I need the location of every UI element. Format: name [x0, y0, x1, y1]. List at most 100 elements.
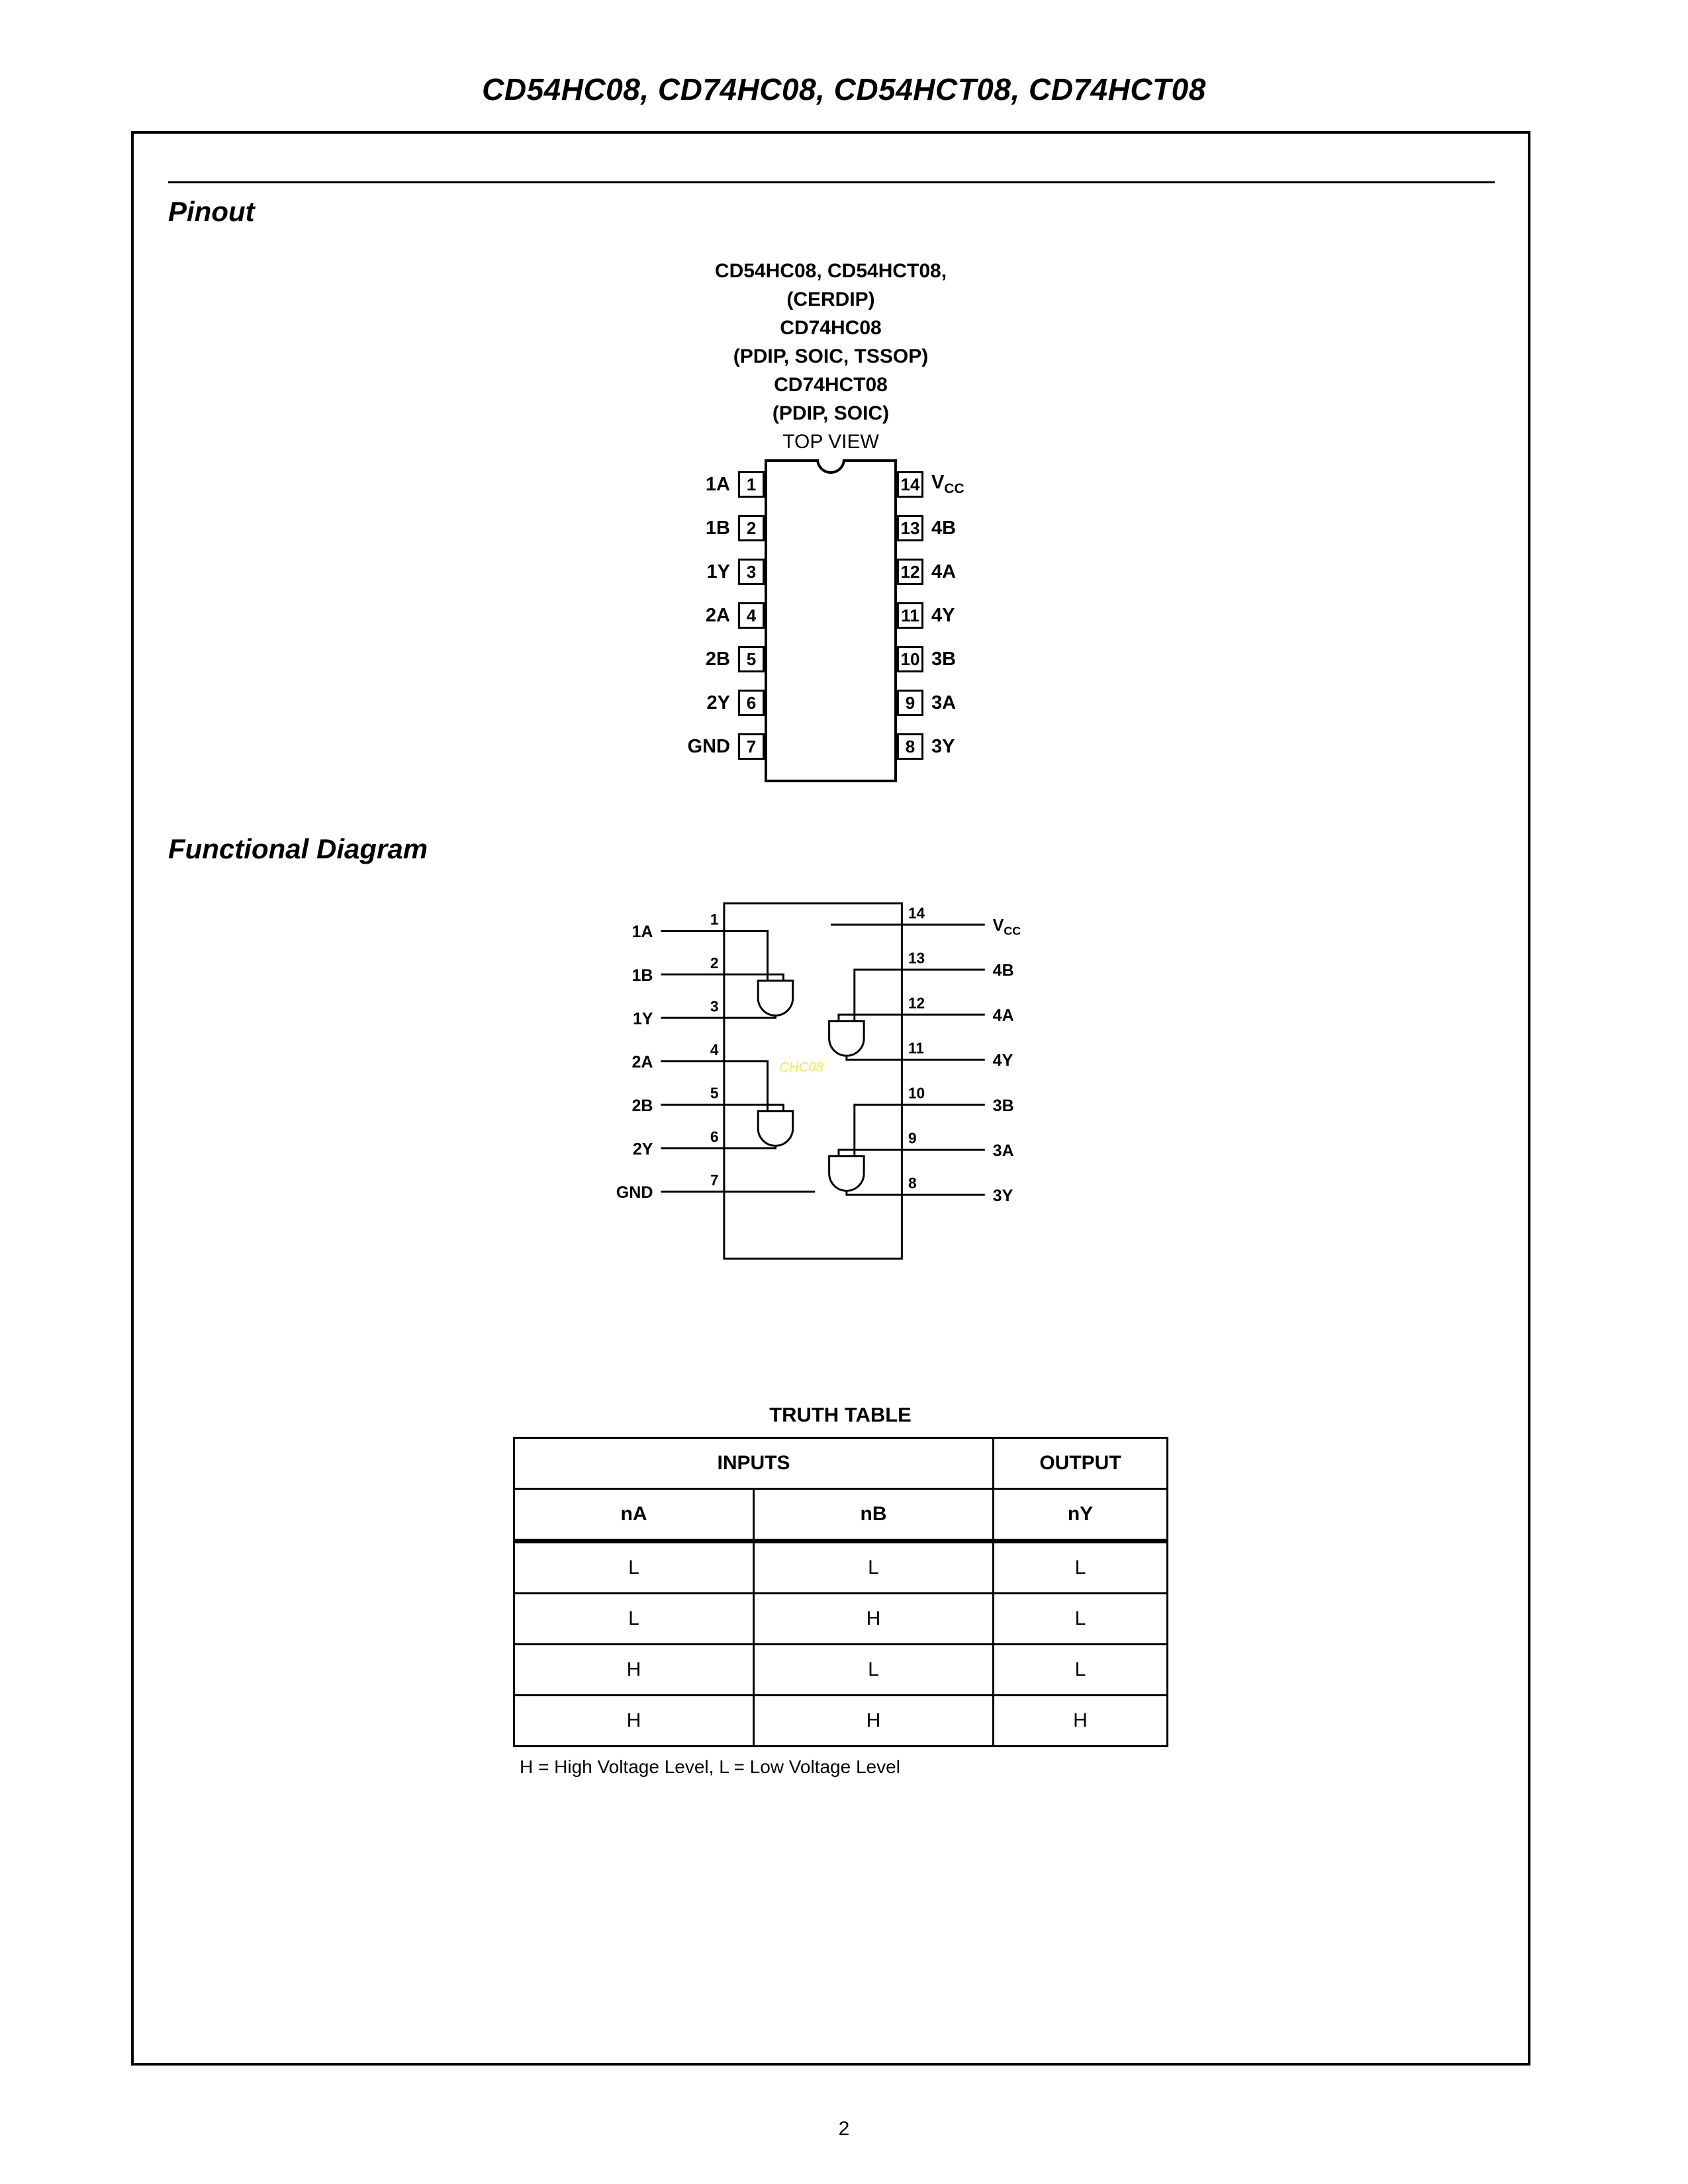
package-line: CD74HCT08 — [774, 374, 888, 396]
cell: H — [513, 1643, 755, 1696]
and-gates — [757, 979, 865, 1192]
content-frame: Pinout CD54HC08, CD54HCT08, (CERDIP) CD7… — [131, 131, 1530, 2066]
pin-row: 1A 1 — [677, 471, 765, 498]
svg-text:7: 7 — [710, 1171, 719, 1189]
cell: L — [992, 1643, 1168, 1696]
svg-text:10: 10 — [908, 1085, 925, 1102]
pin-label: 4Y — [931, 604, 955, 626]
cell: L — [992, 1592, 1168, 1645]
svg-text:14: 14 — [908, 905, 925, 922]
svg-text:4: 4 — [710, 1041, 719, 1058]
dip-left-pins: 1A 1 1B 2 1Y 3 2A 4 2B 5 — [677, 459, 765, 782]
svg-text:2: 2 — [710, 954, 719, 972]
pin-number-box: 5 — [738, 646, 765, 672]
package-description: CD54HC08, CD54HCT08, (CERDIP) CD74HC08 (… — [134, 257, 1528, 456]
svg-text:3A: 3A — [993, 1142, 1014, 1160]
truth-table-title: TRUTH TABLE — [769, 1403, 912, 1426]
svg-text:13: 13 — [908, 950, 925, 967]
svg-text:9: 9 — [908, 1130, 917, 1147]
pin-row: 1B 2 — [677, 515, 765, 541]
package-line: CD74HC08 — [780, 317, 882, 339]
pin-row: 13 4B — [897, 515, 984, 541]
svg-text:2A: 2A — [632, 1053, 653, 1071]
dip-package-body — [765, 459, 897, 782]
pin-number-box: 2 — [738, 515, 765, 541]
cell: H — [753, 1694, 994, 1747]
cell: L — [513, 1592, 755, 1645]
svg-text:4B: 4B — [993, 962, 1014, 980]
cell: L — [753, 1540, 994, 1594]
and-gate-1 — [757, 979, 794, 1017]
table-row: H H H — [513, 1694, 1168, 1747]
col-na: nA — [513, 1488, 755, 1543]
svg-text:3: 3 — [710, 997, 719, 1015]
pin-label: 4A — [931, 561, 957, 582]
pin-label: 3A — [931, 692, 957, 713]
svg-text:12: 12 — [908, 995, 925, 1012]
pin-row: 8 3Y — [897, 733, 984, 760]
watermark-text: CHC08 — [779, 1060, 823, 1075]
pin-number-box: 7 — [738, 733, 765, 760]
left-pin-labels: 1A 1B 1Y 2A 2B 2Y GND — [616, 923, 653, 1202]
cell: H — [753, 1592, 994, 1645]
right-pin-labels: VCC 4B 4A 4Y 3B 3A 3Y — [993, 917, 1021, 1205]
pin-label: VCC — [931, 472, 964, 496]
col-ny: nY — [992, 1488, 1168, 1543]
dip-pinout-diagram: 1A 1 1B 2 1Y 3 2A 4 2B 5 — [677, 459, 984, 782]
svg-text:1A: 1A — [632, 923, 653, 941]
package-notch — [816, 459, 845, 474]
svg-text:VCC: VCC — [993, 917, 1021, 938]
and-gate-3 — [828, 1155, 865, 1192]
svg-text:2Y: 2Y — [633, 1140, 653, 1158]
pin-row: 11 4Y — [897, 602, 984, 629]
pin-label: GND — [687, 735, 730, 757]
pin-label: 1B — [705, 517, 730, 539]
svg-text:3Y: 3Y — [993, 1187, 1013, 1205]
svg-text:GND: GND — [616, 1183, 653, 1202]
pinout-section-title: Pinout — [168, 196, 255, 227]
pin-number-box: 1 — [738, 471, 765, 498]
functional-package-outline — [723, 902, 903, 1260]
top-view-label: TOP VIEW — [782, 431, 879, 453]
svg-text:1Y: 1Y — [633, 1009, 653, 1028]
right-pin-numbers: 14 13 12 11 10 9 8 — [908, 905, 925, 1192]
truth-table-note: H = High Voltage Level, L = Low Voltage … — [520, 1756, 900, 1777]
table-row: H L L — [513, 1643, 1168, 1696]
pin-number-box: 12 — [897, 559, 923, 585]
cell: L — [513, 1540, 755, 1594]
left-pin-numbers: 1 2 3 4 5 6 7 — [710, 911, 719, 1189]
package-line: (PDIP, SOIC, TSSOP) — [733, 345, 929, 367]
output-header: OUTPUT — [992, 1437, 1168, 1490]
package-line: (CERDIP) — [786, 289, 875, 310]
column-header-row: nA nB nY — [513, 1488, 1168, 1543]
svg-text:1: 1 — [710, 911, 719, 928]
col-nb: nB — [753, 1488, 994, 1543]
svg-text:5: 5 — [710, 1085, 719, 1102]
pin-number-box: 3 — [738, 559, 765, 585]
pin-number-box: 14 — [897, 471, 923, 498]
cell: H — [992, 1694, 1168, 1747]
pin-label: 2Y — [706, 692, 730, 713]
pin-number-box: 8 — [897, 733, 923, 760]
svg-text:2B: 2B — [632, 1097, 653, 1115]
svg-text:6: 6 — [710, 1128, 719, 1145]
cell: L — [753, 1643, 994, 1696]
svg-text:8: 8 — [908, 1175, 917, 1192]
table-row: L L L — [513, 1540, 1168, 1594]
pin-row: 14 VCC — [897, 471, 984, 498]
pin-number-box: 9 — [897, 690, 923, 716]
functional-section-title: Functional Diagram — [168, 833, 428, 864]
cell: L — [992, 1540, 1168, 1594]
pin-label: 1A — [705, 473, 730, 495]
svg-text:1B: 1B — [632, 966, 653, 985]
pin-row: 2A 4 — [677, 602, 765, 629]
functional-diagram: CHC08 1 2 3 4 5 6 7 1A 1B 1Y 2A 2B — [586, 891, 1076, 1300]
page-title: CD54HC08, CD74HC08, CD54HCT08, CD74HCT08 — [482, 72, 1206, 107]
package-line: (PDIP, SOIC) — [772, 402, 890, 424]
svg-text:4A: 4A — [993, 1007, 1014, 1025]
and-gate-2 — [757, 1110, 794, 1147]
page-number: 2 — [838, 2118, 850, 2140]
inputs-header: INPUTS — [513, 1437, 994, 1490]
pin-row: 12 4A — [897, 559, 984, 585]
